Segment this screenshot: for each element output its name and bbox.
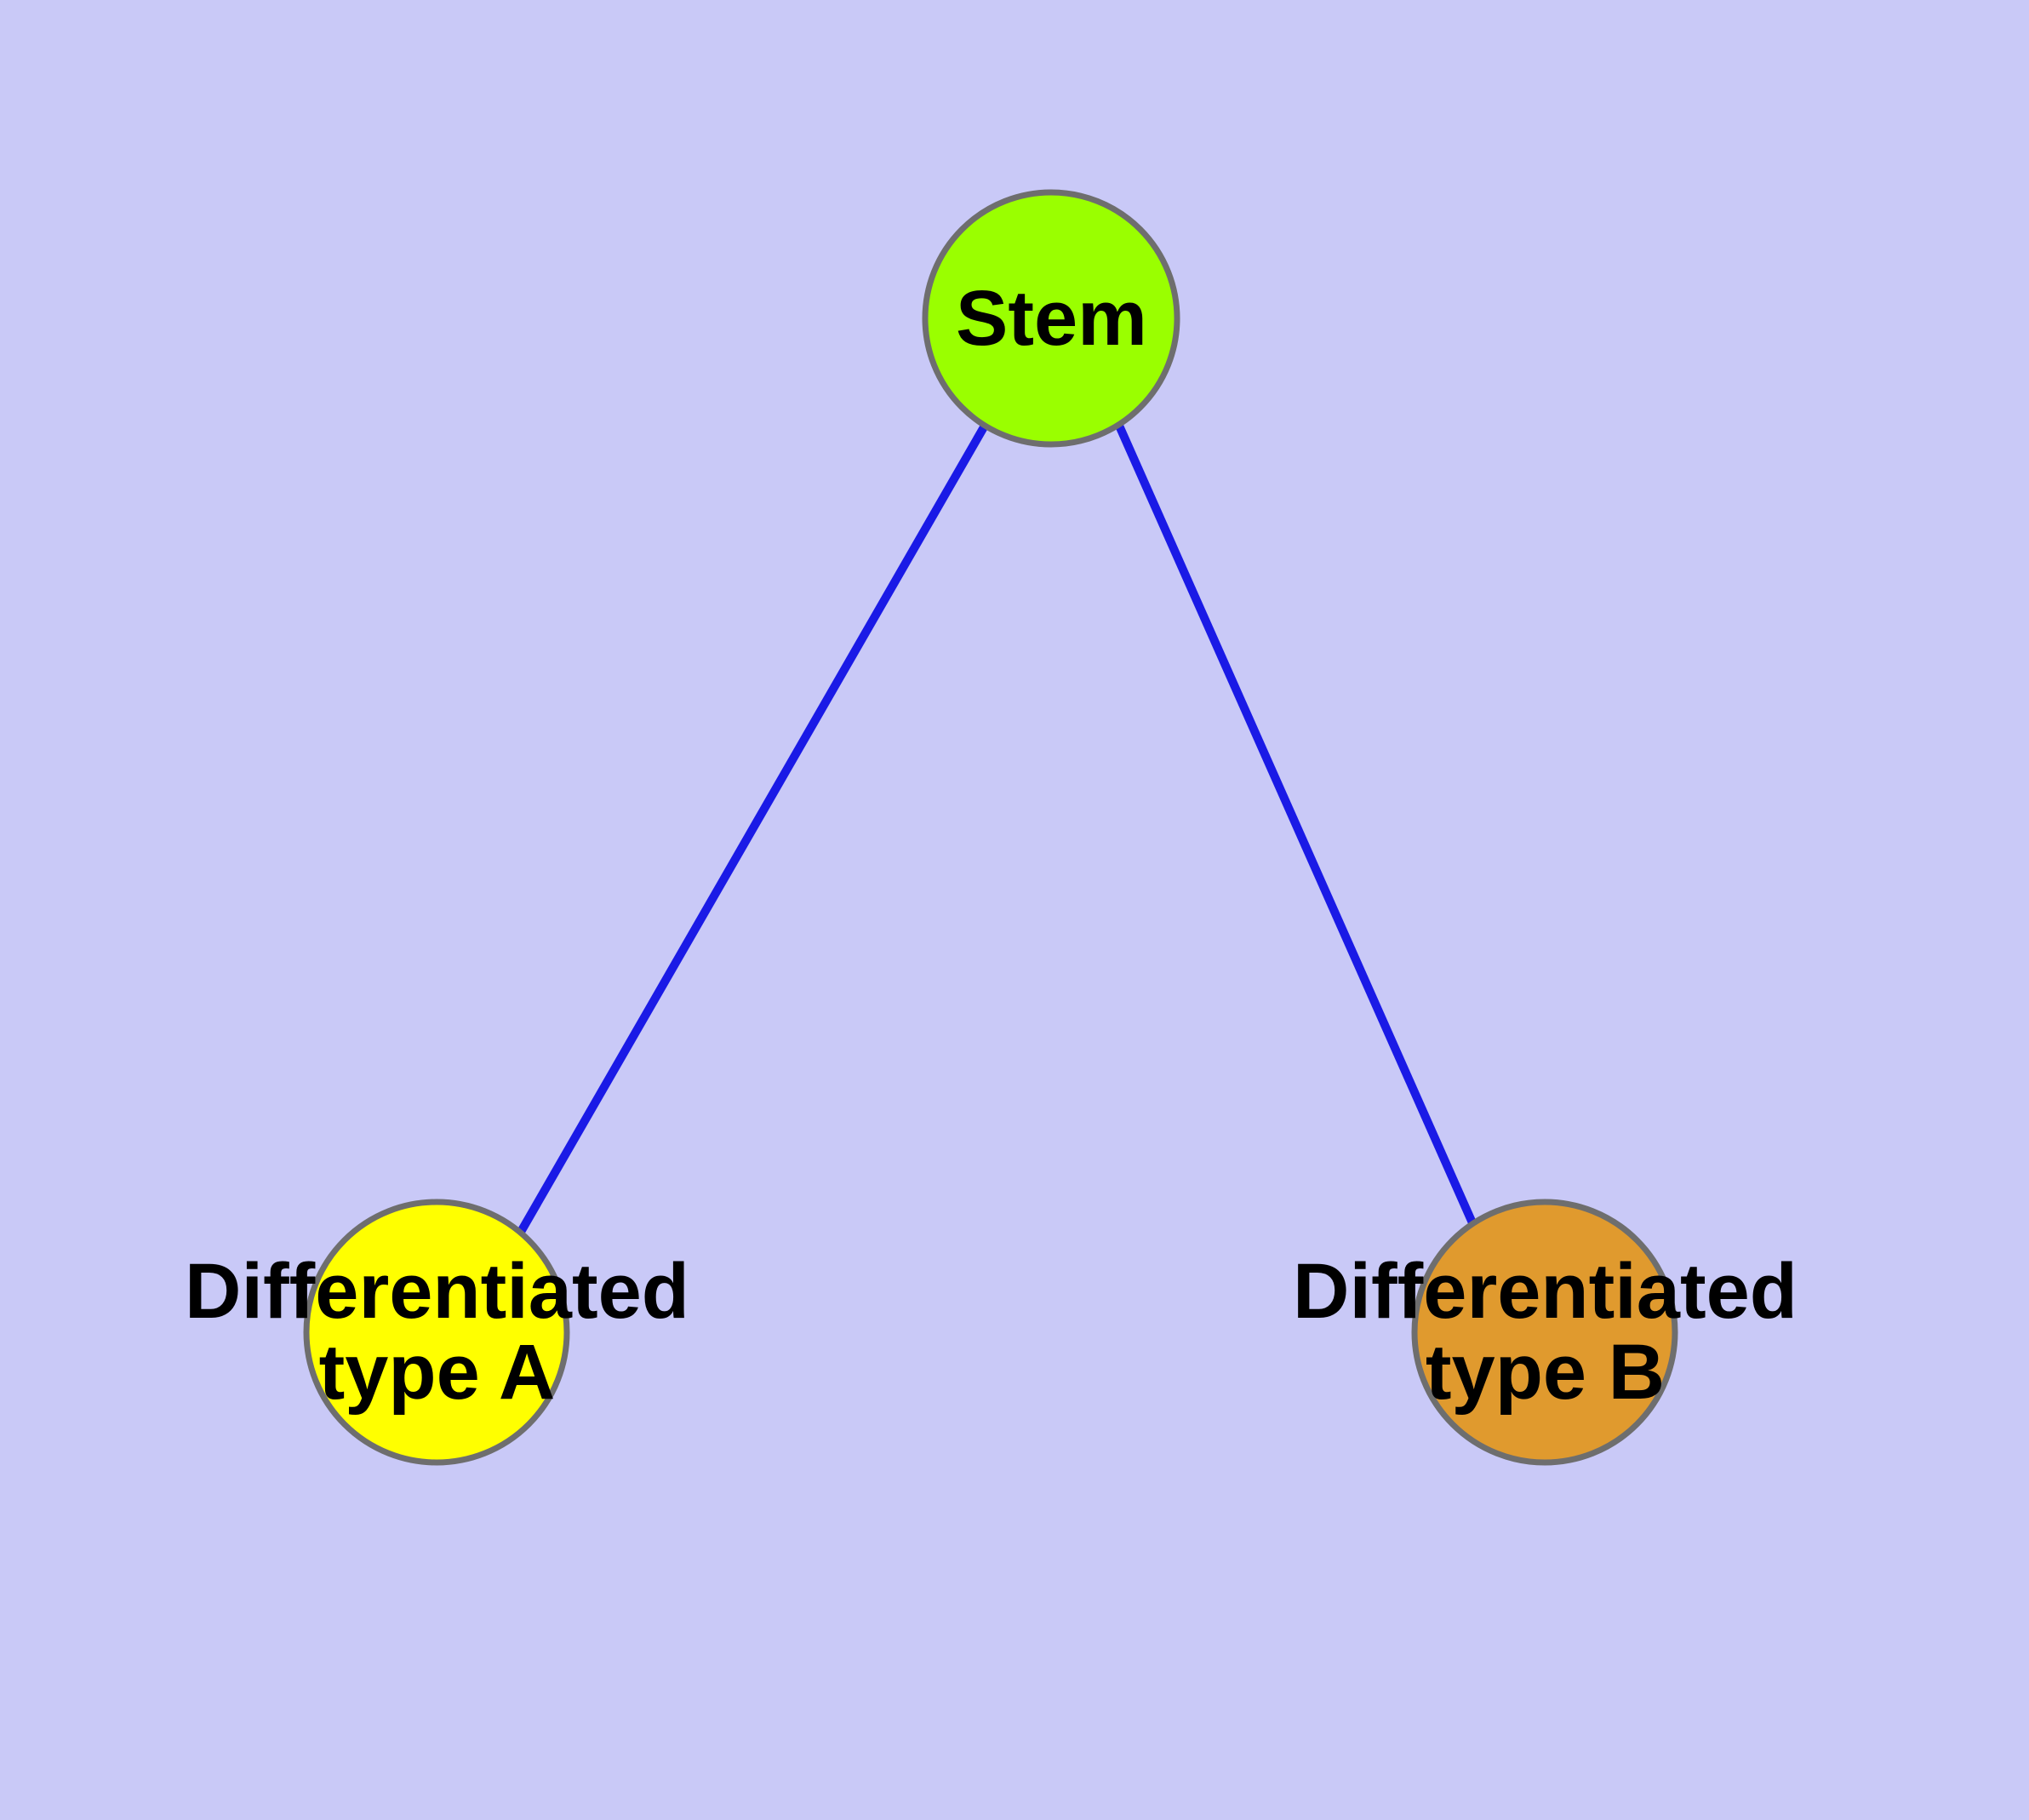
node-diff-a[interactable] xyxy=(303,1199,570,1466)
node-stem[interactable] xyxy=(922,189,1180,448)
node-layer xyxy=(303,189,1678,1466)
edge-stem-to-diff-a[interactable] xyxy=(517,423,989,1234)
edge-stem-to-diff-b[interactable] xyxy=(1115,423,1478,1229)
edge-layer xyxy=(517,423,1478,1234)
node-diff-b[interactable] xyxy=(1411,1199,1678,1466)
